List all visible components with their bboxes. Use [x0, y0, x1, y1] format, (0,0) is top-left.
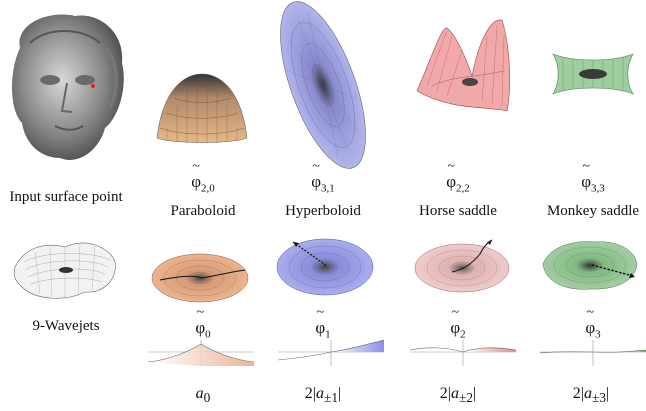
profile-plot-2	[410, 340, 516, 366]
horse-saddle-surface	[412, 16, 522, 126]
hyperboloid-surface	[268, 0, 378, 170]
monkey-saddle-disk	[540, 234, 640, 296]
coef-a1: 2|a±1|	[280, 385, 366, 406]
monkey-saddle-surface	[548, 44, 638, 104]
phi-3-3-label: ~φ3,3	[550, 172, 636, 194]
phi-3-1-label: ~φ3,1	[280, 172, 366, 194]
paraboloid-disk	[150, 250, 250, 310]
monkey-saddle-caption: Monkey saddle	[540, 203, 646, 220]
paraboloid-caption: Paraboloid	[150, 203, 256, 220]
hyperboloid-caption: Hyperboloid	[270, 203, 376, 220]
coef-a3: 2|a±3|	[548, 385, 634, 406]
phi-2-2-label: ~φ2,2	[415, 172, 501, 194]
phi-0-label: ~φ0	[160, 318, 246, 340]
profile-plot-3	[540, 340, 646, 366]
input-surface-caption: Input surface point	[0, 189, 132, 206]
horse-saddle-disk	[412, 234, 512, 296]
wavejet-mesh	[10, 232, 120, 307]
wavejets-caption: 9-Wavejets	[0, 318, 132, 335]
profile-plot-0	[148, 340, 254, 366]
phi-1-label: ~φ1	[280, 318, 366, 340]
coef-a0: a0	[160, 385, 246, 406]
profile-plot-1	[278, 340, 384, 366]
phi-2-0-label: ~φ2,0	[160, 172, 246, 194]
coef-a2: 2|a±2|	[415, 385, 501, 406]
head-bust-image	[0, 8, 130, 168]
horse-saddle-caption: Horse saddle	[402, 203, 514, 220]
hyperboloid-disk	[275, 236, 375, 298]
phi-3-label: ~φ3	[550, 318, 636, 340]
paraboloid-surface	[152, 68, 252, 148]
phi-2-label: ~φ2	[415, 318, 501, 340]
